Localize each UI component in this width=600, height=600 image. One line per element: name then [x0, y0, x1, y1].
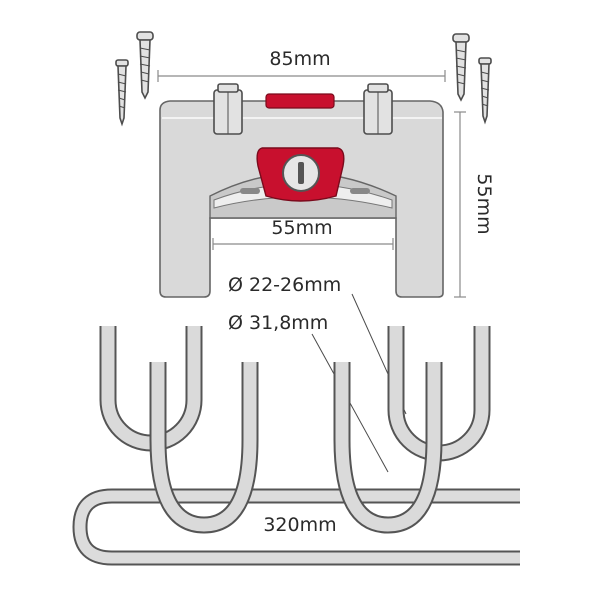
- clamp-block-left: [213, 83, 243, 135]
- u-clamp-large-right: [333, 362, 443, 534]
- u-clamp-large-left: [149, 362, 259, 534]
- strap: [72, 488, 520, 566]
- label-width-inner: 55mm: [271, 217, 332, 239]
- red-release-tab: [265, 93, 335, 109]
- lock-housing: [256, 147, 345, 202]
- label-strap-length: 320mm: [263, 514, 336, 536]
- label-width-top: 85mm: [269, 48, 330, 70]
- screw-left-inner: [136, 31, 154, 100]
- clamp-block-right: [363, 83, 393, 135]
- label-diameter-small: Ø 22-26mm: [228, 274, 341, 296]
- label-diameter-large: Ø 31,8mm: [228, 312, 328, 334]
- screw-right-inner: [452, 33, 470, 102]
- screw-left-outer: [115, 59, 129, 127]
- label-height-right: 55mm: [473, 173, 495, 234]
- screw-right-outer: [478, 57, 492, 125]
